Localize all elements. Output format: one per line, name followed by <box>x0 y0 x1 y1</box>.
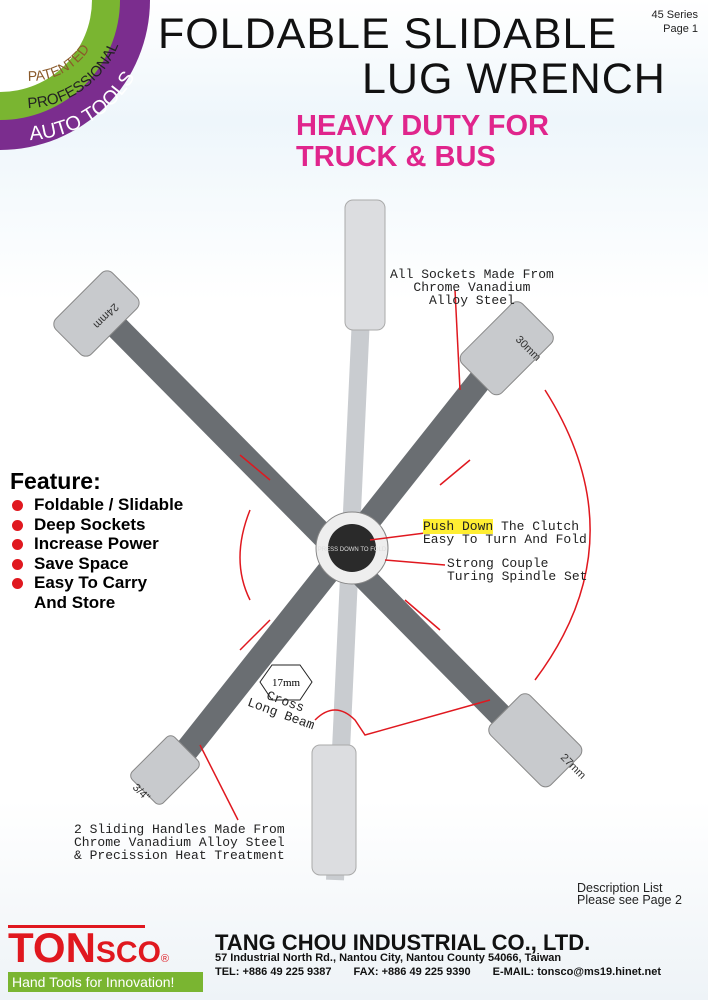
feature-item: Increase Power <box>10 534 183 554</box>
company-address: 57 Industrial North Rd., Nantou City, Na… <box>215 952 562 964</box>
subtitle-line2: TRUCK & BUS <box>296 141 496 173</box>
feature-item: Foldable / Slidable <box>10 495 183 515</box>
title-line1: FOLDABLE SLIDABLE <box>158 10 618 58</box>
feature-item: Easy To Carry <box>10 573 183 593</box>
patented-badge: PATENTED PROFESSIONAL AUTO TOOLS <box>0 0 150 150</box>
title-line2: LUG WRENCH <box>362 55 666 103</box>
feature-heading: Feature: <box>10 468 101 494</box>
feature-item: Save Space <box>10 554 183 574</box>
svg-text:17mm: 17mm <box>272 677 301 689</box>
feature-item-continuation: And Store <box>34 592 116 612</box>
feature-list: Feature: Foldable / Slidable Deep Socket… <box>10 468 183 612</box>
tonsco-logo: TONSCO® Hand Tools for Innovation! <box>8 925 203 992</box>
company-name: TANG CHOU INDUSTRIAL CO., LTD. <box>215 930 591 955</box>
subtitle-line1: HEAVY DUTY FOR <box>296 110 549 142</box>
lug-wrench-image: 24mm 30mm 27mm 3/4" PRESS DOWN TO FOLD 1… <box>53 199 591 881</box>
feature-item: Deep Sockets <box>10 515 183 535</box>
svg-text:PRESS DOWN TO FOLD: PRESS DOWN TO FOLD <box>318 547 387 553</box>
